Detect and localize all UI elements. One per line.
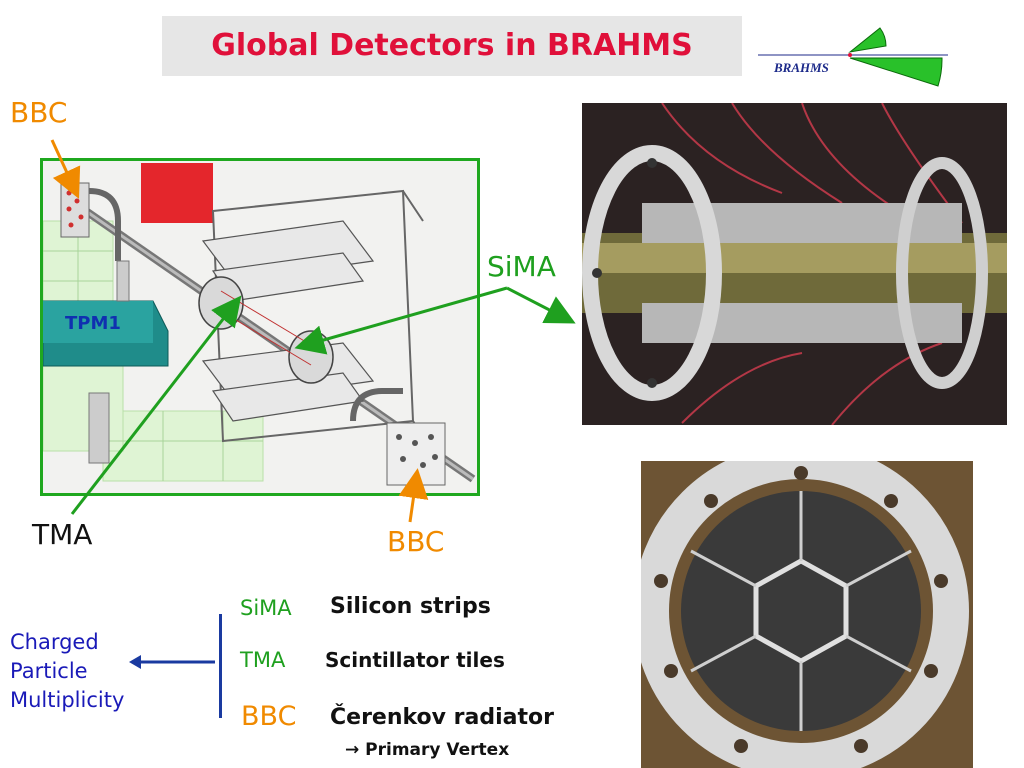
title-box: Global Detectors in BRAHMS	[162, 16, 742, 76]
sima-photo	[582, 103, 1007, 425]
page-title: Global Detectors in BRAHMS	[211, 28, 693, 63]
tma-label: TMA	[32, 518, 93, 551]
legend-bbc-name: BBC	[241, 701, 297, 732]
bbc-bottom-label: BBC	[387, 525, 445, 558]
legend-bracket	[219, 614, 222, 718]
sima-label: SiMA	[487, 250, 556, 283]
legend-tma-name: TMA	[240, 648, 286, 672]
tpm1-label: TPM1	[65, 313, 121, 334]
multiplicity-line-2: Particle	[10, 659, 88, 683]
legend-bbc-desc: Čerenkov radiator	[330, 705, 554, 730]
legend-sima-name: SiMA	[240, 596, 292, 620]
legend-sima-desc: Silicon strips	[330, 594, 491, 619]
tma-photo	[641, 461, 973, 768]
left-arrow-icon	[129, 655, 215, 669]
detector-diagram: TPM1	[40, 158, 480, 496]
logo-text: BRAHMS	[774, 60, 829, 75]
bbc-top-label: BBC	[10, 96, 68, 129]
charged-particle-multiplicity: Charged Particle Multiplicity	[10, 628, 160, 715]
legend-primary-vertex: → Primary Vertex	[345, 740, 510, 760]
brahms-logo	[758, 27, 948, 87]
legend-tma-desc: Scintillator tiles	[325, 648, 505, 672]
detector-drawing: TPM1	[43, 161, 477, 493]
multiplicity-line-3: Multiplicity	[10, 688, 125, 712]
multiplicity-line-1: Charged	[10, 630, 99, 654]
